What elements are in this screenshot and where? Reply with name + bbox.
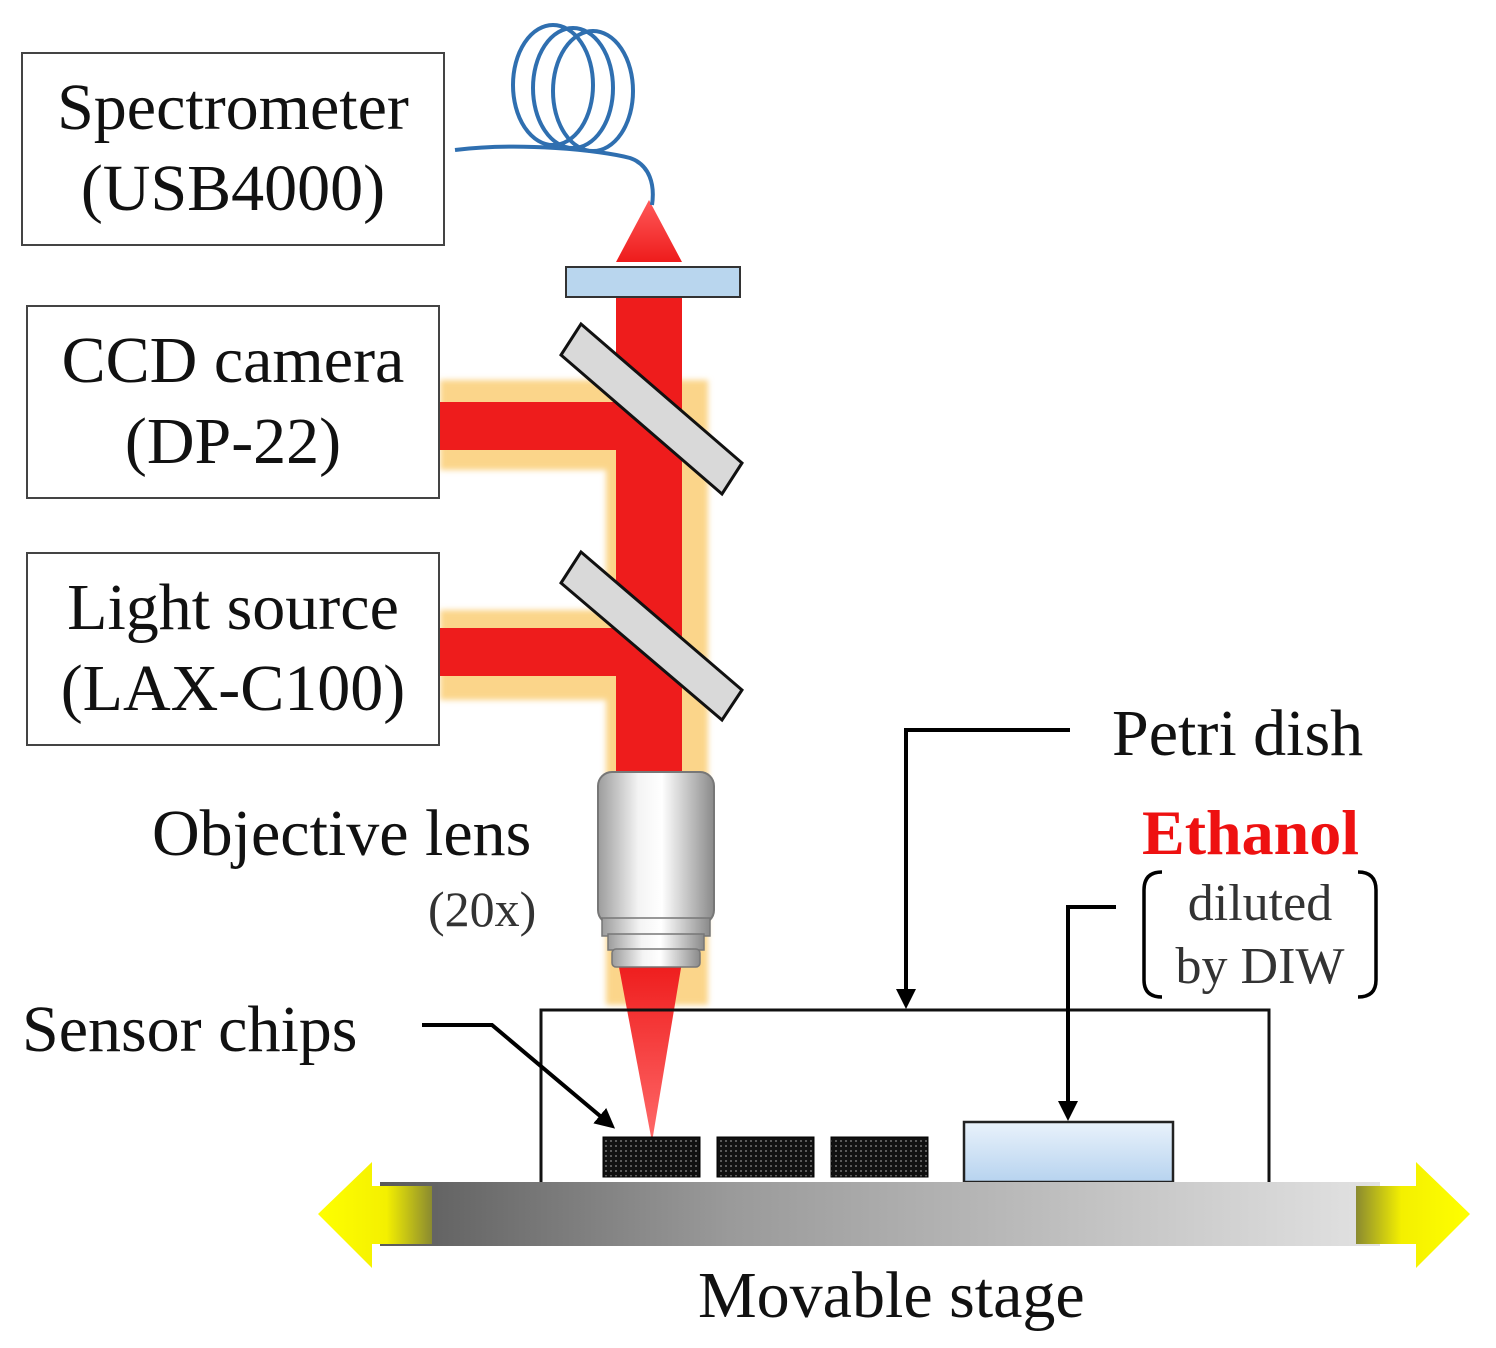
light-source-label: Light source [67, 571, 399, 645]
objective-lens-label: Objective lens [152, 797, 532, 870]
stage-arrow-right [1356, 1162, 1470, 1268]
spectrometer-label: Spectrometer [57, 71, 409, 145]
filter-plate [565, 266, 741, 298]
bracket [1142, 870, 1378, 999]
dilution-line-2: by DIW [1175, 938, 1345, 996]
spectrometer-model: (USB4000) [80, 152, 386, 225]
ccd-camera-model: (DP-22) [124, 405, 342, 478]
dilution-line-1: diluted [1187, 875, 1333, 932]
sensor-chips [602, 1136, 929, 1178]
petri-dish-label: Petri dish [1112, 697, 1364, 770]
pointer-arrows [422, 728, 1116, 1129]
optical-fiber [454, 23, 655, 206]
sensor-chips-label: Sensor chips [22, 993, 358, 1066]
sensor-chip [716, 1136, 815, 1178]
light-source-model: (LAX-C100) [60, 652, 406, 725]
movable-stage-label: Movable stage [698, 1259, 1085, 1332]
ccd-camera-label: CCD camera [61, 324, 405, 398]
mirror [559, 549, 744, 723]
objective-lens [597, 771, 715, 968]
ethanol-container [962, 1120, 1175, 1184]
ccd-camera-box: CCD camera (DP-22) [26, 305, 440, 499]
dilution-note: diluted by DIW [1150, 872, 1370, 999]
light-source-box: Light source (LAX-C100) [26, 552, 440, 746]
movable-stage [318, 1162, 1470, 1268]
sensor-chip [830, 1136, 929, 1178]
beam-splitter [559, 321, 744, 497]
petri-dish [539, 1008, 1271, 1185]
petri-dish-arrow [896, 728, 1070, 1009]
light-beam [440, 200, 682, 1142]
spectrometer-box: Spectrometer (USB4000) [21, 52, 445, 246]
sensor-chip [602, 1136, 701, 1178]
ethanol-arrow [1058, 905, 1116, 1121]
magnification-label: (20x) [428, 881, 537, 937]
sensor-chips-arrow [422, 1023, 616, 1129]
ethanol-label: Ethanol [1142, 797, 1359, 868]
stage-arrow-left [318, 1162, 432, 1268]
